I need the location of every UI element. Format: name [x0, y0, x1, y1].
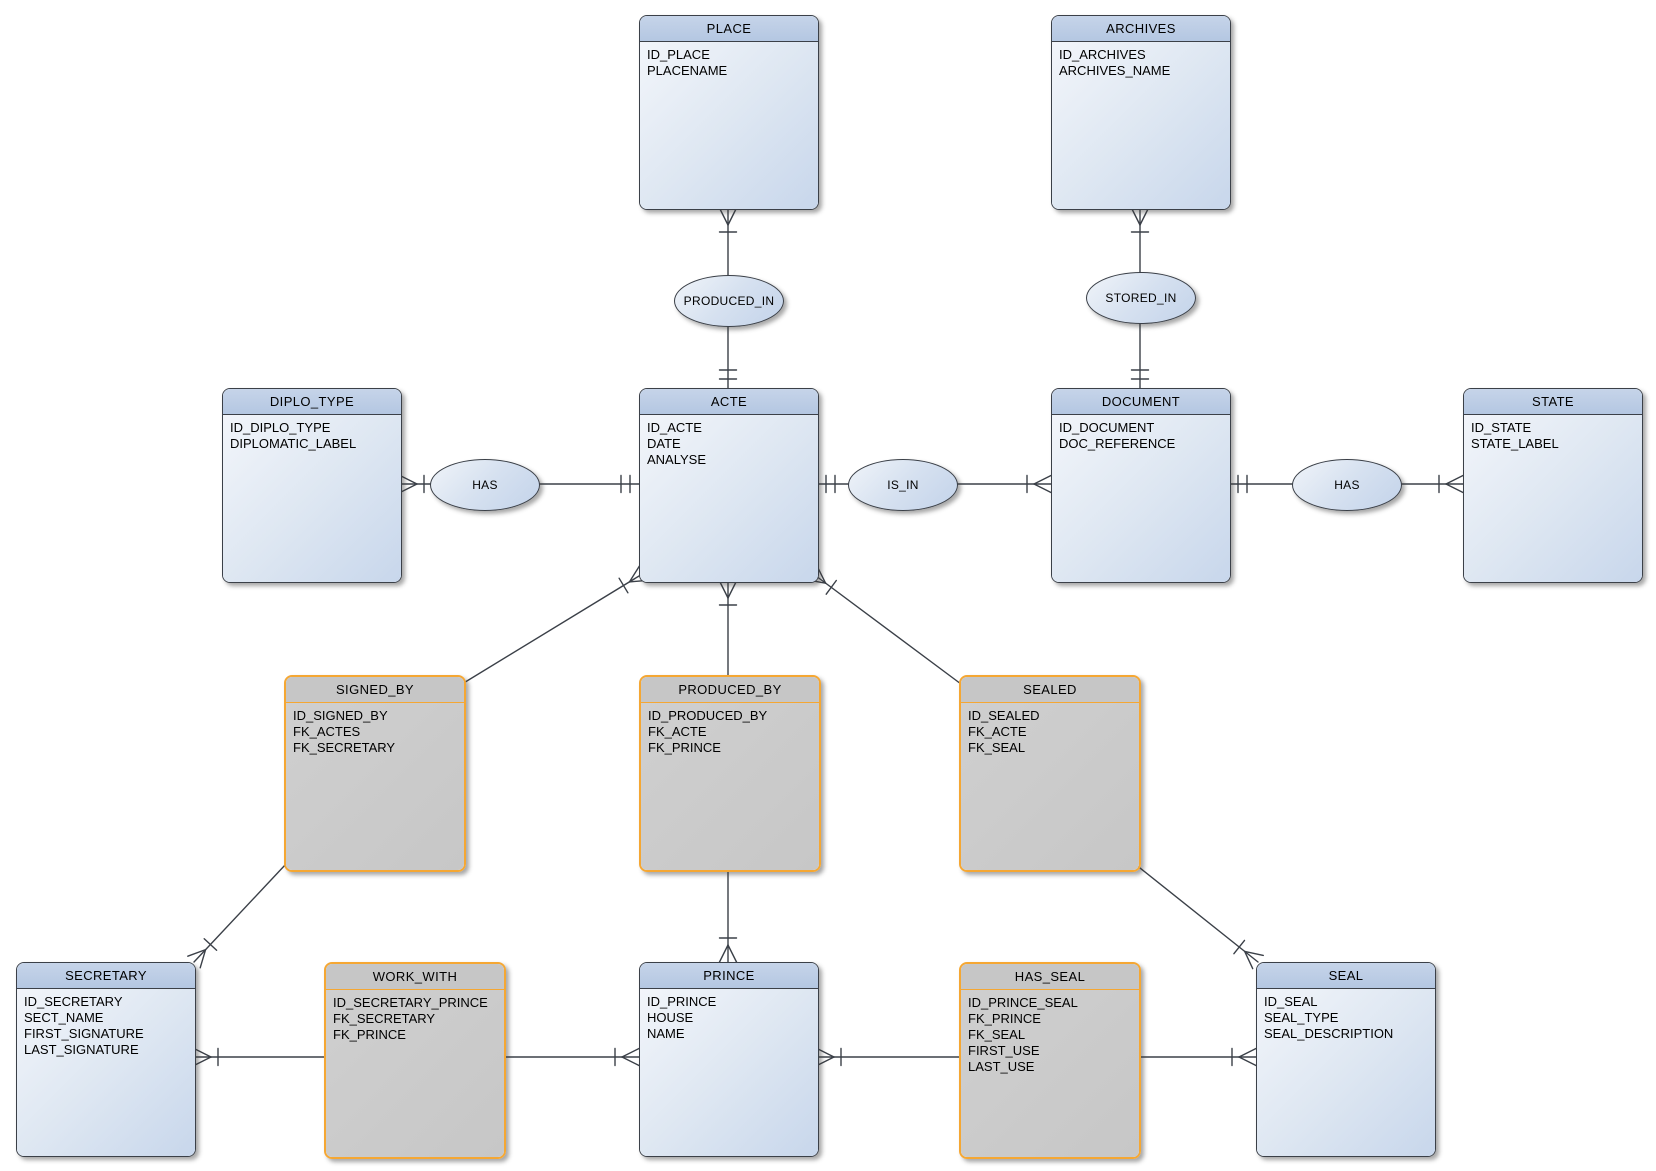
entity-attribute: ID_SECRETARY — [24, 994, 123, 1009]
relationship-label: STORED_IN — [1105, 291, 1177, 305]
relationship-label: HAS — [1334, 478, 1360, 492]
entity-attribute: DATE — [647, 436, 681, 451]
entity-title: WORK_WITH — [326, 964, 504, 990]
entity-attribute: FK_PRINCE — [648, 740, 721, 755]
entity-attribute: SECT_NAME — [24, 1010, 104, 1025]
entity-attribute: ARCHIVES_NAME — [1059, 63, 1171, 78]
entity-attribute: HOUSE — [647, 1010, 694, 1025]
entity-attribute: STATE_LABEL — [1471, 436, 1559, 451]
entity-attribute: FK_ACTE — [648, 724, 707, 739]
entity-attribute: ID_DIPLO_TYPE — [230, 420, 331, 435]
entity-title: ARCHIVES — [1052, 16, 1230, 42]
entity-attribute: SEAL_DESCRIPTION — [1264, 1026, 1394, 1041]
entity-attribute: ANALYSE — [647, 452, 707, 467]
relationship-has-diplo-acte[interactable]: HAS — [430, 459, 540, 511]
entity-title: DOCUMENT — [1052, 389, 1230, 415]
entity-title: ACTE — [640, 389, 818, 415]
relationship-is-in[interactable]: IS_IN — [848, 459, 958, 511]
entity-attribute: ID_SECRETARY_PRINCE — [333, 995, 488, 1010]
entity-title: SIGNED_BY — [286, 677, 464, 703]
entity-attribute: SEAL_TYPE — [1264, 1010, 1339, 1025]
entity-attribute: DIPLOMATIC_LABEL — [230, 436, 357, 451]
relationship-label: PRODUCED_IN — [683, 294, 775, 308]
entity-attribute: FK_SECRETARY — [293, 740, 396, 755]
entity-attribute: FK_SEAL — [968, 740, 1026, 755]
entity-attribute: ID_SEAL — [1264, 994, 1318, 1009]
entity-title: SECRETARY — [17, 963, 195, 989]
relationship-stored-in[interactable]: STORED_IN — [1086, 272, 1196, 324]
entity-attribute: ID_PRINCE — [647, 994, 717, 1009]
entity-attribute: ID_ARCHIVES — [1059, 47, 1146, 62]
entity-attribute: LAST_USE — [968, 1059, 1035, 1074]
entity-title: HAS_SEAL — [961, 964, 1139, 990]
entity-title: STATE — [1464, 389, 1642, 415]
entity-attribute: ID_SEALED — [968, 708, 1040, 723]
entity-title: PRINCE — [640, 963, 818, 989]
entity-attribute: FK_PRINCE — [968, 1011, 1041, 1026]
entity-attribute: FK_SEAL — [968, 1027, 1026, 1042]
entity-attribute: FIRST_SIGNATURE — [24, 1026, 144, 1041]
relationship-has-doc-state[interactable]: HAS — [1292, 459, 1402, 511]
entity-attribute: FIRST_USE — [968, 1043, 1040, 1058]
entity-attribute: ID_PRINCE_SEAL — [968, 995, 1078, 1010]
entity-title: PLACE — [640, 16, 818, 42]
entity-attribute: LAST_SIGNATURE — [24, 1042, 139, 1057]
entity-title: DIPLO_TYPE — [223, 389, 401, 415]
entity-title: SEAL — [1257, 963, 1435, 989]
entity-attribute: FK_ACTE — [968, 724, 1027, 739]
entity-attribute: FK_PRINCE — [333, 1027, 406, 1042]
entity-attribute: FK_ACTES — [293, 724, 361, 739]
entity-attribute: ID_DOCUMENT — [1059, 420, 1155, 435]
entity-attribute: ID_PLACE — [647, 47, 710, 62]
entity-attribute: FK_SECRETARY — [333, 1011, 436, 1026]
entity-attribute: ID_SIGNED_BY — [293, 708, 388, 723]
relationship-label: IS_IN — [887, 478, 919, 492]
entity-title: PRODUCED_BY — [641, 677, 819, 703]
entity-attribute: ID_STATE — [1471, 420, 1532, 435]
entity-attribute: NAME — [647, 1026, 685, 1041]
entity-title: SEALED — [961, 677, 1139, 703]
entity-attribute: DOC_REFERENCE — [1059, 436, 1176, 451]
entity-attribute: ID_ACTE — [647, 420, 702, 435]
relationship-produced-in[interactable]: PRODUCED_IN — [674, 275, 784, 327]
entity-attribute: PLACENAME — [647, 63, 728, 78]
relationship-label: HAS — [472, 478, 498, 492]
entity-attribute: ID_PRODUCED_BY — [648, 708, 768, 723]
